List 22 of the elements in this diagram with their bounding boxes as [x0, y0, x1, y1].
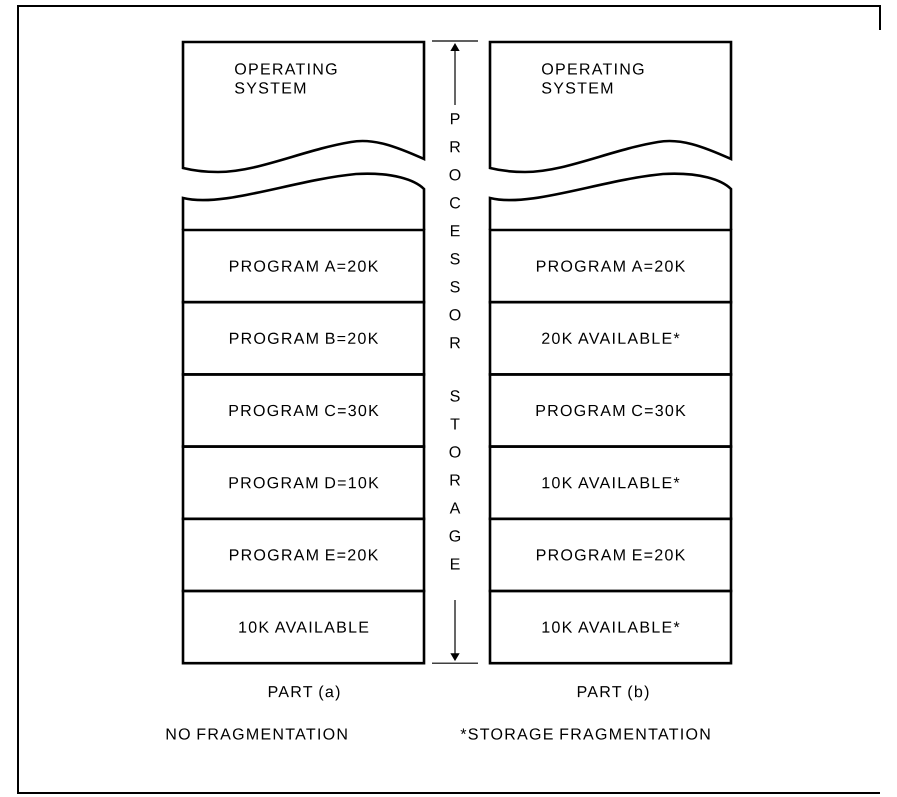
- memory-block: OPERATING SYSTEM: [182, 40, 426, 174]
- memory-block: 10K AVAILABLE*: [488, 590, 732, 664]
- part-caption: PART (b): [578, 686, 648, 700]
- memory-block: OPERATING SYSTEM: [488, 40, 732, 174]
- memory-block: PROGRAM D=10K: [182, 445, 426, 520]
- memory-block: 10K AVAILABLE: [182, 590, 426, 664]
- memory-block: PROGRAM C=30K: [488, 373, 732, 448]
- memory-block: 20K AVAILABLE*: [488, 300, 732, 376]
- memory-block: [182, 172, 426, 230]
- memory-block: [488, 172, 732, 230]
- memory-block: PROGRAM B=20K: [182, 300, 426, 376]
- memory-block: PROGRAM A=20K: [488, 228, 732, 304]
- caption: NO FRAGMENTATION: [166, 728, 347, 740]
- memory-block: PROGRAM A=20K: [182, 228, 426, 304]
- vertical-label: PROCESSOR: [445, 113, 465, 348]
- caption: *STORAGE FRAGMENTATION: [460, 728, 710, 740]
- vertical-label: STORAGE: [445, 390, 465, 570]
- part-caption: PART (a): [268, 686, 340, 700]
- memory-block: PROGRAM C=30K: [182, 373, 426, 448]
- memory-block: PROGRAM E=20K: [182, 518, 426, 592]
- memory-block: PROGRAM E=20K: [488, 518, 732, 592]
- memory-block: 10K AVAILABLE*: [488, 445, 732, 520]
